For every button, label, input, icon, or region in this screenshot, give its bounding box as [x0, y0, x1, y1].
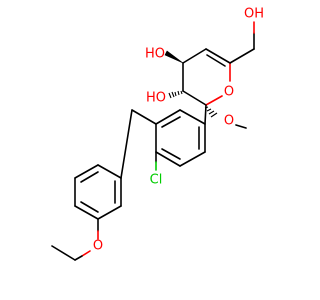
dihydropyran-ring — [182, 48, 231, 106]
bond-ar-5-6 — [179, 151, 206, 167]
ethoxy-group — [51, 218, 99, 261]
bond-c2-c1 — [182, 90, 207, 106]
bond-o-ethyl-oxygen — [81, 250, 91, 257]
molecule-structure: HO HO OH O O O Cl — [51, 7, 264, 261]
bond-ar-inner-b — [161, 148, 181, 160]
bond-ep-5-6 — [97, 205, 122, 220]
label-hydroxyl-c4: HO — [145, 47, 165, 62]
bond-ep-inner-a — [80, 171, 99, 183]
bond-c4-c5 — [205, 48, 231, 64]
bond-ep-2-3 — [74, 164, 99, 179]
bond-ep-4-5 — [74, 205, 99, 220]
bond-ar-4-5 — [155, 151, 181, 167]
bond-ethyl-cc — [51, 245, 76, 261]
bond-c3-c4 — [182, 48, 207, 64]
label-methoxy-oxygen: O — [224, 114, 234, 129]
chlorophenyl-ring — [155, 109, 206, 167]
label-ring-oxygen: O — [224, 85, 234, 100]
hash-c2-oh — [168, 90, 183, 99]
hydroxymethyl-group — [229, 21, 255, 64]
label-chlorine: Cl — [150, 173, 163, 188]
label-hydroxymethyl-oh: OH — [244, 7, 264, 22]
bond-ep-1-2 — [97, 164, 122, 179]
bond-c1-aryl — [204, 104, 207, 125]
bond-c5-ch2 — [229, 48, 255, 64]
bond-ar-ch2 — [131, 109, 157, 125]
bond-ome-methyl — [235, 124, 247, 129]
bond-ch2-ar2 — [120, 109, 133, 179]
label-ether-oxygen: O — [93, 239, 103, 254]
bond-ar-1-2 — [179, 109, 206, 125]
bond-c1-o — [205, 95, 223, 106]
label-hydroxyl-c3: HO — [146, 91, 166, 106]
bond-ar-inner-a — [161, 116, 181, 128]
bond-o-ethyl-carbon — [74, 255, 83, 261]
bond-c4-c5-double — [206, 54, 226, 67]
hash-c1-ome — [204, 106, 218, 118]
bond-ar-2-3 — [155, 109, 181, 125]
ethoxyphenyl-ring — [74, 164, 122, 220]
wedge-c3-oh — [164, 50, 184, 64]
bond-ep-inner-b — [80, 201, 99, 213]
